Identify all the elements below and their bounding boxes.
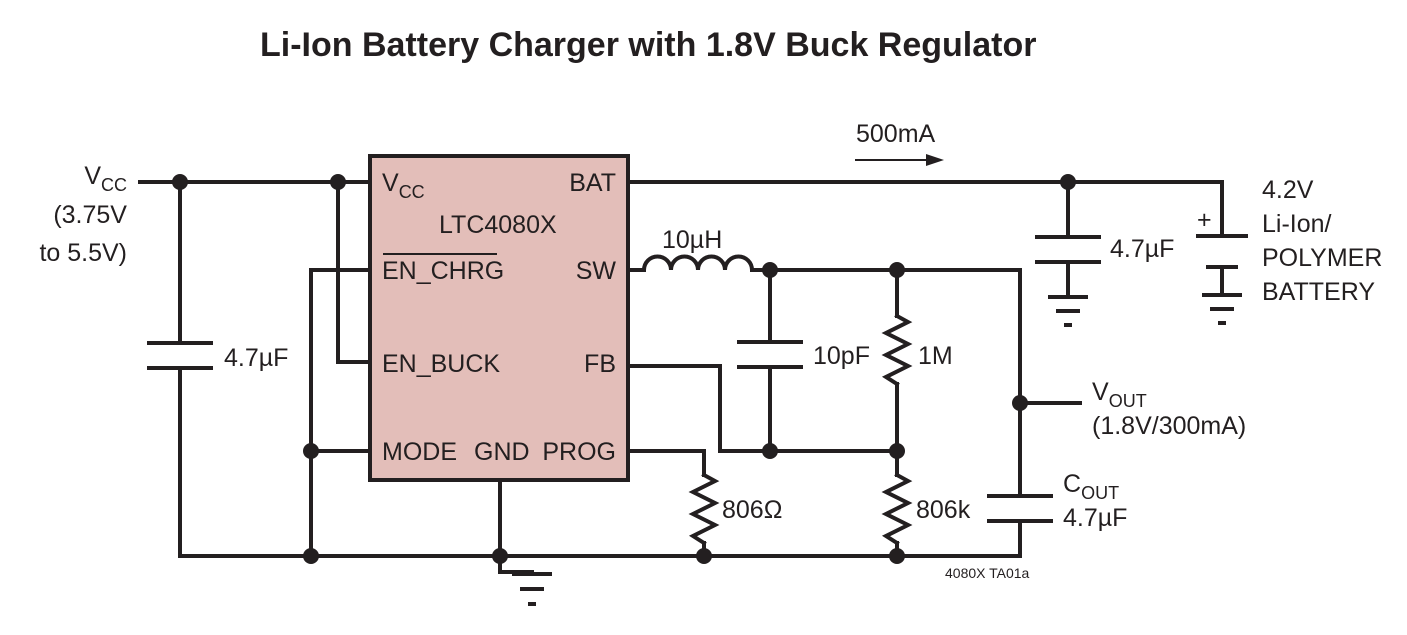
pin-mode: MODE — [382, 438, 457, 466]
battery-symbol — [1196, 234, 1248, 269]
input-range-line1: (3.75V — [53, 201, 127, 229]
inductor-symbol — [641, 254, 755, 273]
r-prog-value: 806Ω — [722, 496, 782, 524]
battery-plus-sign: + — [1197, 206, 1212, 234]
charge-current-arrow — [855, 154, 944, 166]
c-ff-value: 10pF — [813, 342, 870, 370]
pin-en-buck: EN_BUCK — [382, 350, 500, 378]
r-bottom-value: 806k — [916, 496, 971, 524]
ground-symbol-battery — [1202, 293, 1242, 325]
c-out-label: COUT — [1063, 470, 1119, 503]
pin-prog: PROG — [542, 438, 616, 466]
pin-sw: SW — [576, 257, 617, 285]
battery-line1: 4.2V — [1262, 176, 1314, 204]
pin-bat: BAT — [569, 169, 616, 197]
capacitor-output — [987, 494, 1053, 523]
ic-body — [368, 154, 630, 482]
resistor-806k — [881, 472, 913, 546]
input-range-line2: to 5.5V) — [39, 239, 127, 267]
resistor-1m — [881, 313, 913, 387]
pin-gnd: GND — [474, 438, 530, 466]
resistor-806-ohm — [688, 472, 720, 546]
capacitor-input — [147, 341, 213, 370]
pin-en-chrg: EN_CHRG — [382, 257, 504, 285]
r-top-value: 1M — [918, 342, 953, 370]
ground-symbol-main — [512, 572, 552, 606]
capacitor-feedforward — [737, 340, 803, 369]
inductor-value: 10µH — [662, 226, 722, 254]
junction-dots — [172, 174, 1076, 564]
capacitor-battery — [1035, 235, 1101, 264]
pin-vcc: VCC — [382, 169, 425, 202]
diagram-title: Li-Ion Battery Charger with 1.8V Buck Re… — [260, 26, 1036, 64]
battery-line2: Li-Ion/ — [1262, 210, 1332, 238]
input-vcc-label: VCC — [84, 162, 127, 195]
c-out-value: 4.7µF — [1063, 504, 1127, 532]
figure-id: 4080X TA01a — [945, 565, 1030, 581]
wires — [138, 180, 1224, 574]
output-vout-label: VOUT — [1092, 378, 1147, 411]
battery-line4: BATTERY — [1262, 278, 1375, 306]
ground-symbol-cap — [1048, 295, 1088, 327]
output-spec: (1.8V/300mA) — [1092, 412, 1246, 440]
c-in-value: 4.7µF — [224, 344, 288, 372]
c-bat-value: 4.7µF — [1110, 235, 1174, 263]
charge-current-label: 500mA — [856, 120, 936, 148]
pin-fb: FB — [584, 350, 616, 378]
ic-part-number: LTC4080X — [439, 211, 557, 239]
battery-line3: POLYMER — [1262, 244, 1382, 272]
